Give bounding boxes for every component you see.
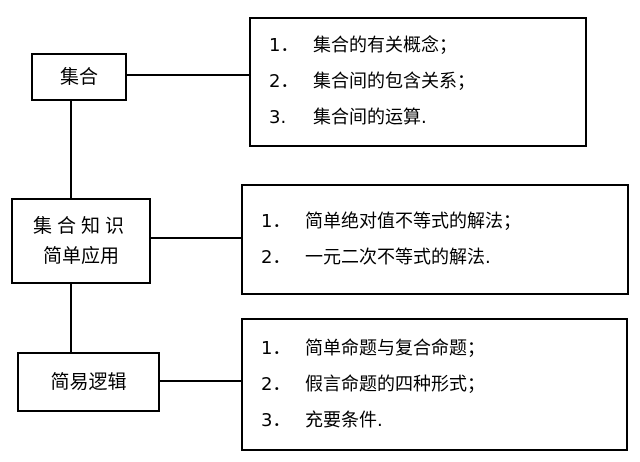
list-item-text: 假言命题的四种形式； [305, 373, 485, 395]
list-item-text: 一元二次不等式的解法. [305, 246, 491, 268]
list-logic-topics: 1． 简单命题与复合命题； 2． 假言命题的四种形式； 3． 充要条件. [241, 318, 628, 451]
list-item-text: 集合间的运算. [313, 107, 427, 128]
list-item: 1． 集合的有关概念； [269, 28, 585, 64]
list-item-number: 2． [269, 71, 299, 92]
list-set-topics: 1． 集合的有关概念； 2． 集合间的包含关系； 3. 集合间的运算. [249, 17, 587, 147]
list-item: 2． 集合间的包含关系； [269, 64, 585, 100]
list-item: 1． 简单命题与复合命题； [261, 331, 626, 367]
node-logic: 简易逻辑 [17, 352, 160, 412]
list-item-number: 1． [261, 210, 291, 232]
list-item-text: 集合间的包含关系； [313, 71, 475, 92]
list-item-text: 充要条件. [305, 409, 383, 431]
list-item-text: 简单绝对值不等式的解法； [305, 210, 521, 232]
list-item: 2． 一元二次不等式的解法. [261, 240, 627, 276]
node-set-knowledge: 集合知识 简单应用 [11, 198, 151, 284]
list-item-number: 2． [261, 373, 291, 395]
list-inequality-topics: 1． 简单绝对值不等式的解法； 2． 一元二次不等式的解法. [241, 184, 629, 295]
node-set-knowledge-line1: 集合知识 [32, 215, 129, 237]
list-item-number: 2． [261, 246, 291, 268]
list-item: 2． 假言命题的四种形式； [261, 367, 626, 403]
list-item: 3． 充要条件. [261, 403, 626, 439]
list-item-text: 简单命题与复合命题； [305, 337, 485, 359]
list-item-number: 1． [261, 337, 291, 359]
node-set-knowledge-line2: 简单应用 [42, 245, 119, 267]
list-item-number: 3. [269, 107, 287, 128]
list-item-text: 集合的有关概念； [313, 35, 457, 56]
list-item: 3. 集合间的运算. [269, 100, 585, 136]
list-item-number: 3． [261, 409, 291, 431]
node-logic-label: 简易逻辑 [50, 371, 127, 393]
list-item-number: 1． [269, 35, 299, 56]
list-item: 1． 简单绝对值不等式的解法； [261, 204, 627, 240]
node-set-label: 集合 [59, 66, 98, 88]
node-set: 集合 [31, 53, 127, 101]
